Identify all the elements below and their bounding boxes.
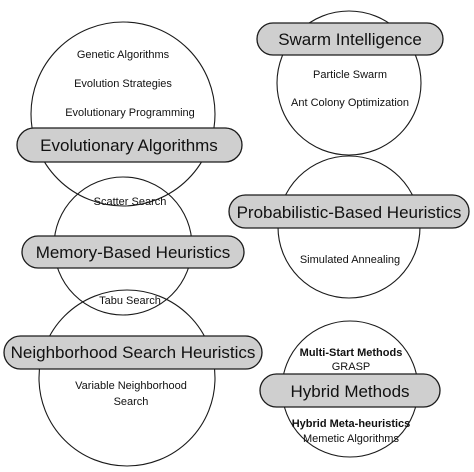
- neighborhood-pill: [3, 335, 263, 370]
- item-variable-neighborhood: Variable Neighborhood: [75, 380, 187, 392]
- evolutionary-circle: [30, 21, 216, 207]
- item-scatter-search: Scatter Search: [94, 196, 167, 208]
- item-ant-colony-optimization: Ant Colony Optimization: [291, 97, 409, 109]
- item-search: Search: [114, 396, 149, 408]
- item-tabu-search: Tabu Search: [99, 295, 161, 307]
- memory-label: Memory-Based Heuristics: [36, 243, 231, 262]
- item-simulated-annealing: Simulated Annealing: [300, 254, 400, 266]
- probabilistic-label: Probabilistic-Based Heuristics: [237, 203, 462, 222]
- item-multi-start-methods: Multi-Start Methods: [300, 347, 403, 359]
- hybrid-pill: [259, 373, 441, 408]
- neighborhood-label: Neighborhood Search Heuristics: [11, 343, 256, 362]
- item-grasp: GRASP: [332, 361, 371, 373]
- neighborhood-circle: [38, 289, 216, 467]
- item-hybrid-meta-heuristics: Hybrid Meta-heuristics: [292, 418, 411, 430]
- item-particle-swarm: Particle Swarm: [313, 69, 387, 81]
- evolutionary-label: Evolutionary Algorithms: [40, 136, 218, 155]
- memory-pill: [21, 235, 245, 269]
- item-evolution-strategies: Evolution Strategies: [74, 78, 172, 90]
- item-memetic-algorithms: Memetic Algorithms: [303, 433, 399, 445]
- probabilistic-pill: [228, 194, 470, 229]
- item-evolutionary-programming: Evolutionary Programming: [65, 107, 195, 119]
- swarm-label: Swarm Intelligence: [278, 30, 422, 49]
- swarm-circle: [276, 10, 422, 156]
- hybrid-label: Hybrid Methods: [290, 382, 409, 401]
- swarm-pill: [256, 22, 444, 56]
- item-genetic-algorithms: Genetic Algorithms: [77, 49, 170, 61]
- evolutionary-pill: [16, 127, 243, 163]
